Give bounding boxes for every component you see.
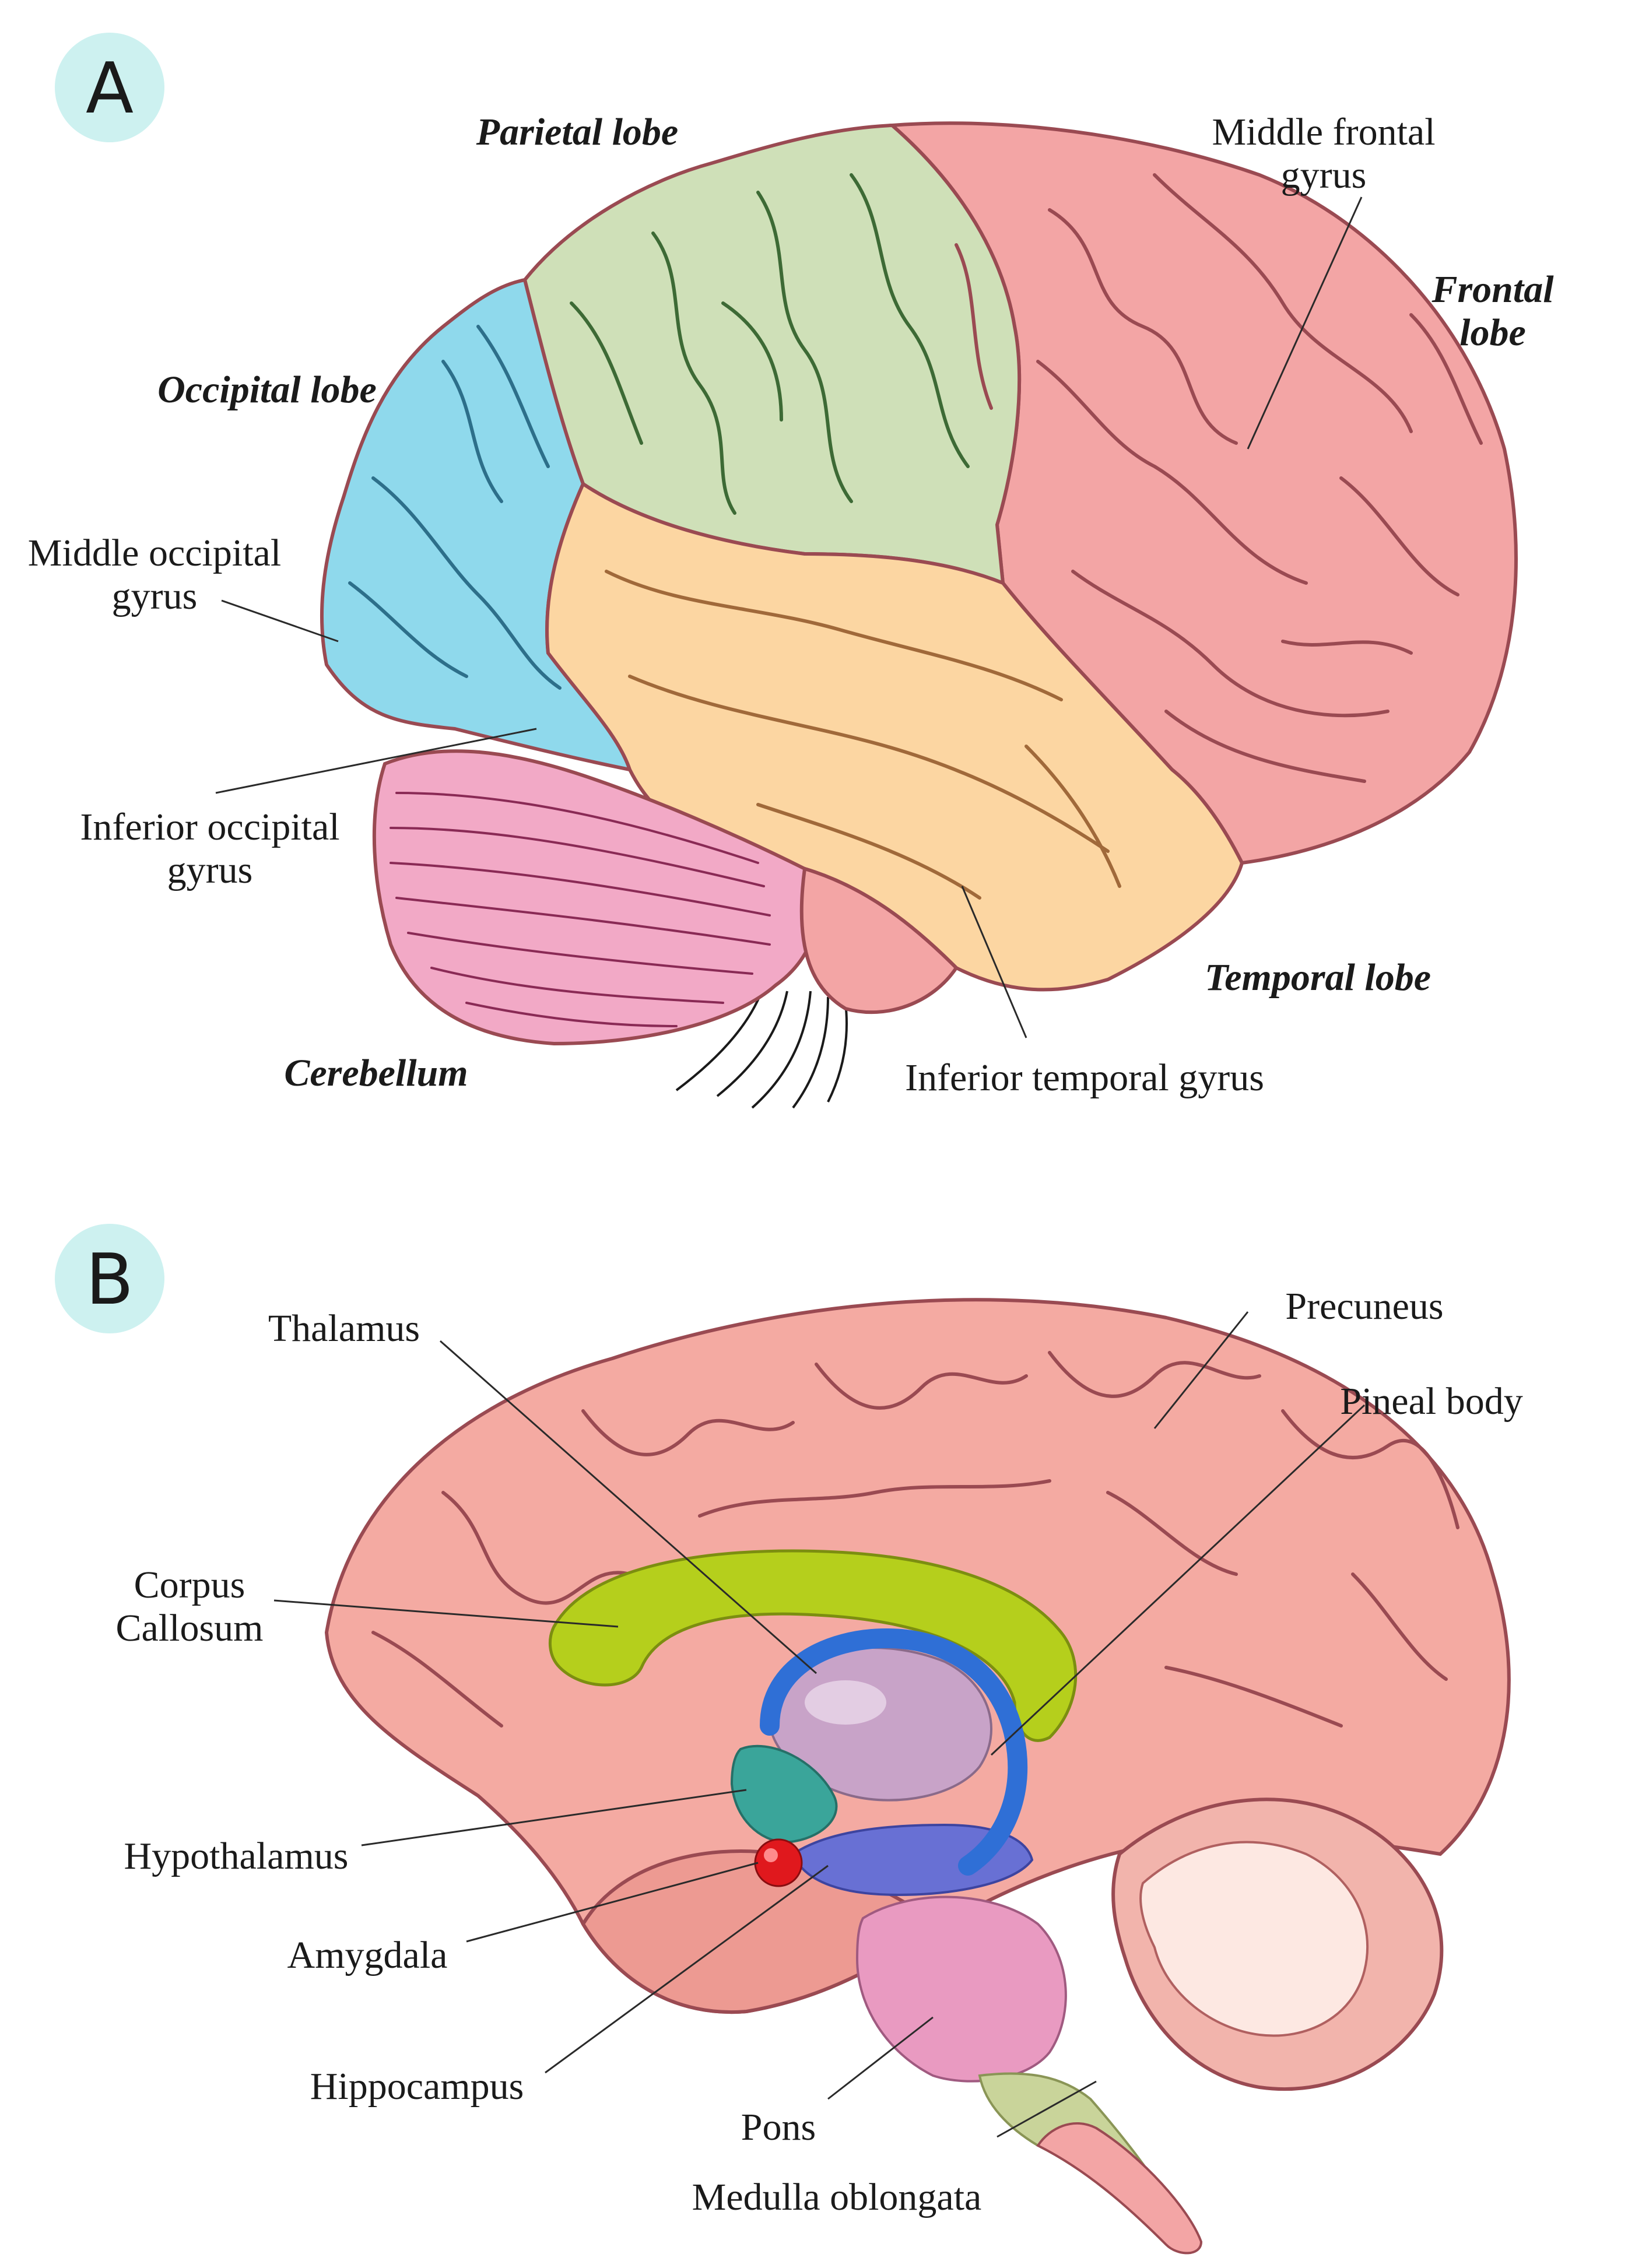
leader-pons — [827, 2016, 934, 2100]
label-occipital-lobe: Occipital lobe — [157, 368, 377, 411]
parietal-gyri — [570, 173, 970, 515]
panel-b-leaders — [273, 1311, 1366, 2138]
leader-hypothalamus — [361, 1789, 747, 1846]
amygdala-region — [754, 1838, 803, 1887]
panel-b-letter: B — [86, 1240, 134, 1321]
label-frontal-lobe-line1: Frontal — [1431, 268, 1554, 311]
label-thalamus: Thalamus — [268, 1307, 420, 1350]
fornix-region — [760, 1628, 1028, 1876]
occipital-gyri — [348, 325, 562, 690]
label-pineal-body: Pineal body — [1340, 1380, 1522, 1423]
label-corpus-callosum-line1: Corpus — [134, 1564, 245, 1606]
leader-precuneus — [1153, 1311, 1249, 1429]
spinal-cord-region — [1036, 2122, 1203, 2255]
label-parietal-lobe: Parietal lobe — [476, 111, 678, 153]
label-inferior-temporal-gyrus: Inferior temporal gyrus — [905, 1056, 1264, 1099]
panel-b-labels: Thalamus Precuneus Pineal body Corpus Ca… — [115, 1285, 1522, 2218]
label-frontal-lobe-line2: lobe — [1459, 311, 1526, 354]
label-inferior-occipital-line1: Inferior occipital — [80, 806, 339, 848]
label-corpus-callosum-line2: Callosum — [115, 1607, 263, 1649]
amygdala-highlight — [764, 1848, 778, 1862]
panel-a-leaders — [215, 196, 1363, 1038]
lateral-brain — [320, 121, 1518, 1046]
label-hypothalamus: Hypothalamus — [124, 1835, 349, 1877]
temporal-gyri — [605, 570, 1121, 900]
medial-gyri — [371, 1351, 1459, 1728]
label-precuneus: Precuneus — [1285, 1285, 1443, 1328]
panel-a-letter: A — [86, 48, 134, 129]
panel-a-badge — [55, 33, 164, 142]
label-medulla-oblongata: Medulla oblongata — [692, 2176, 982, 2218]
leader-middle-occipital — [221, 599, 339, 643]
leader-medulla — [997, 2080, 1097, 2138]
leader-corpus-callosum — [273, 1599, 619, 1628]
label-temporal-lobe: Temporal lobe — [1205, 956, 1431, 999]
leader-hippocampus — [545, 1865, 829, 2074]
label-hippocampus: Hippocampus — [310, 2065, 524, 2108]
leader-amygdala — [466, 1862, 759, 1943]
label-middle-occipital-line1: Middle occipital — [28, 532, 281, 574]
leader-thalamus — [440, 1340, 817, 1674]
brainstem-region — [799, 866, 959, 1014]
brainstem-nerves — [675, 985, 848, 1109]
label-pons: Pons — [741, 2106, 816, 2148]
leader-middle-frontal — [1247, 196, 1363, 450]
leader-pineal-body — [990, 1404, 1366, 1756]
label-middle-frontal-line1: Middle frontal — [1212, 111, 1435, 153]
lateral-gyri — [955, 173, 1483, 783]
cerebellum-folia — [390, 792, 771, 1027]
thalamus-highlight — [805, 1680, 886, 1725]
label-cerebellum: Cerebellum — [284, 1052, 468, 1094]
leader-inferior-temporal — [961, 886, 1027, 1038]
label-amygdala: Amygdala — [287, 1934, 448, 1976]
label-inferior-occipital-line2: gyrus — [167, 849, 253, 891]
label-middle-occipital-line2: gyrus — [112, 575, 198, 617]
hippocampus-region — [791, 1823, 1034, 1897]
panel-a-labels: Parietal lobe Middle frontal gyrus Front… — [28, 111, 1554, 1099]
panel-b-badge — [55, 1224, 164, 1333]
temporal-lobe-region — [545, 481, 1244, 992]
arbor-vitae — [1139, 1841, 1369, 2037]
leader-inferior-occipital — [215, 728, 537, 794]
label-middle-frontal-line2: gyrus — [1281, 154, 1367, 196]
pons-region — [855, 1895, 1067, 2083]
panel-a: A — [28, 33, 1554, 1109]
hypothalamus-region — [730, 1744, 838, 1844]
panel-b: B — [55, 1224, 1523, 2255]
